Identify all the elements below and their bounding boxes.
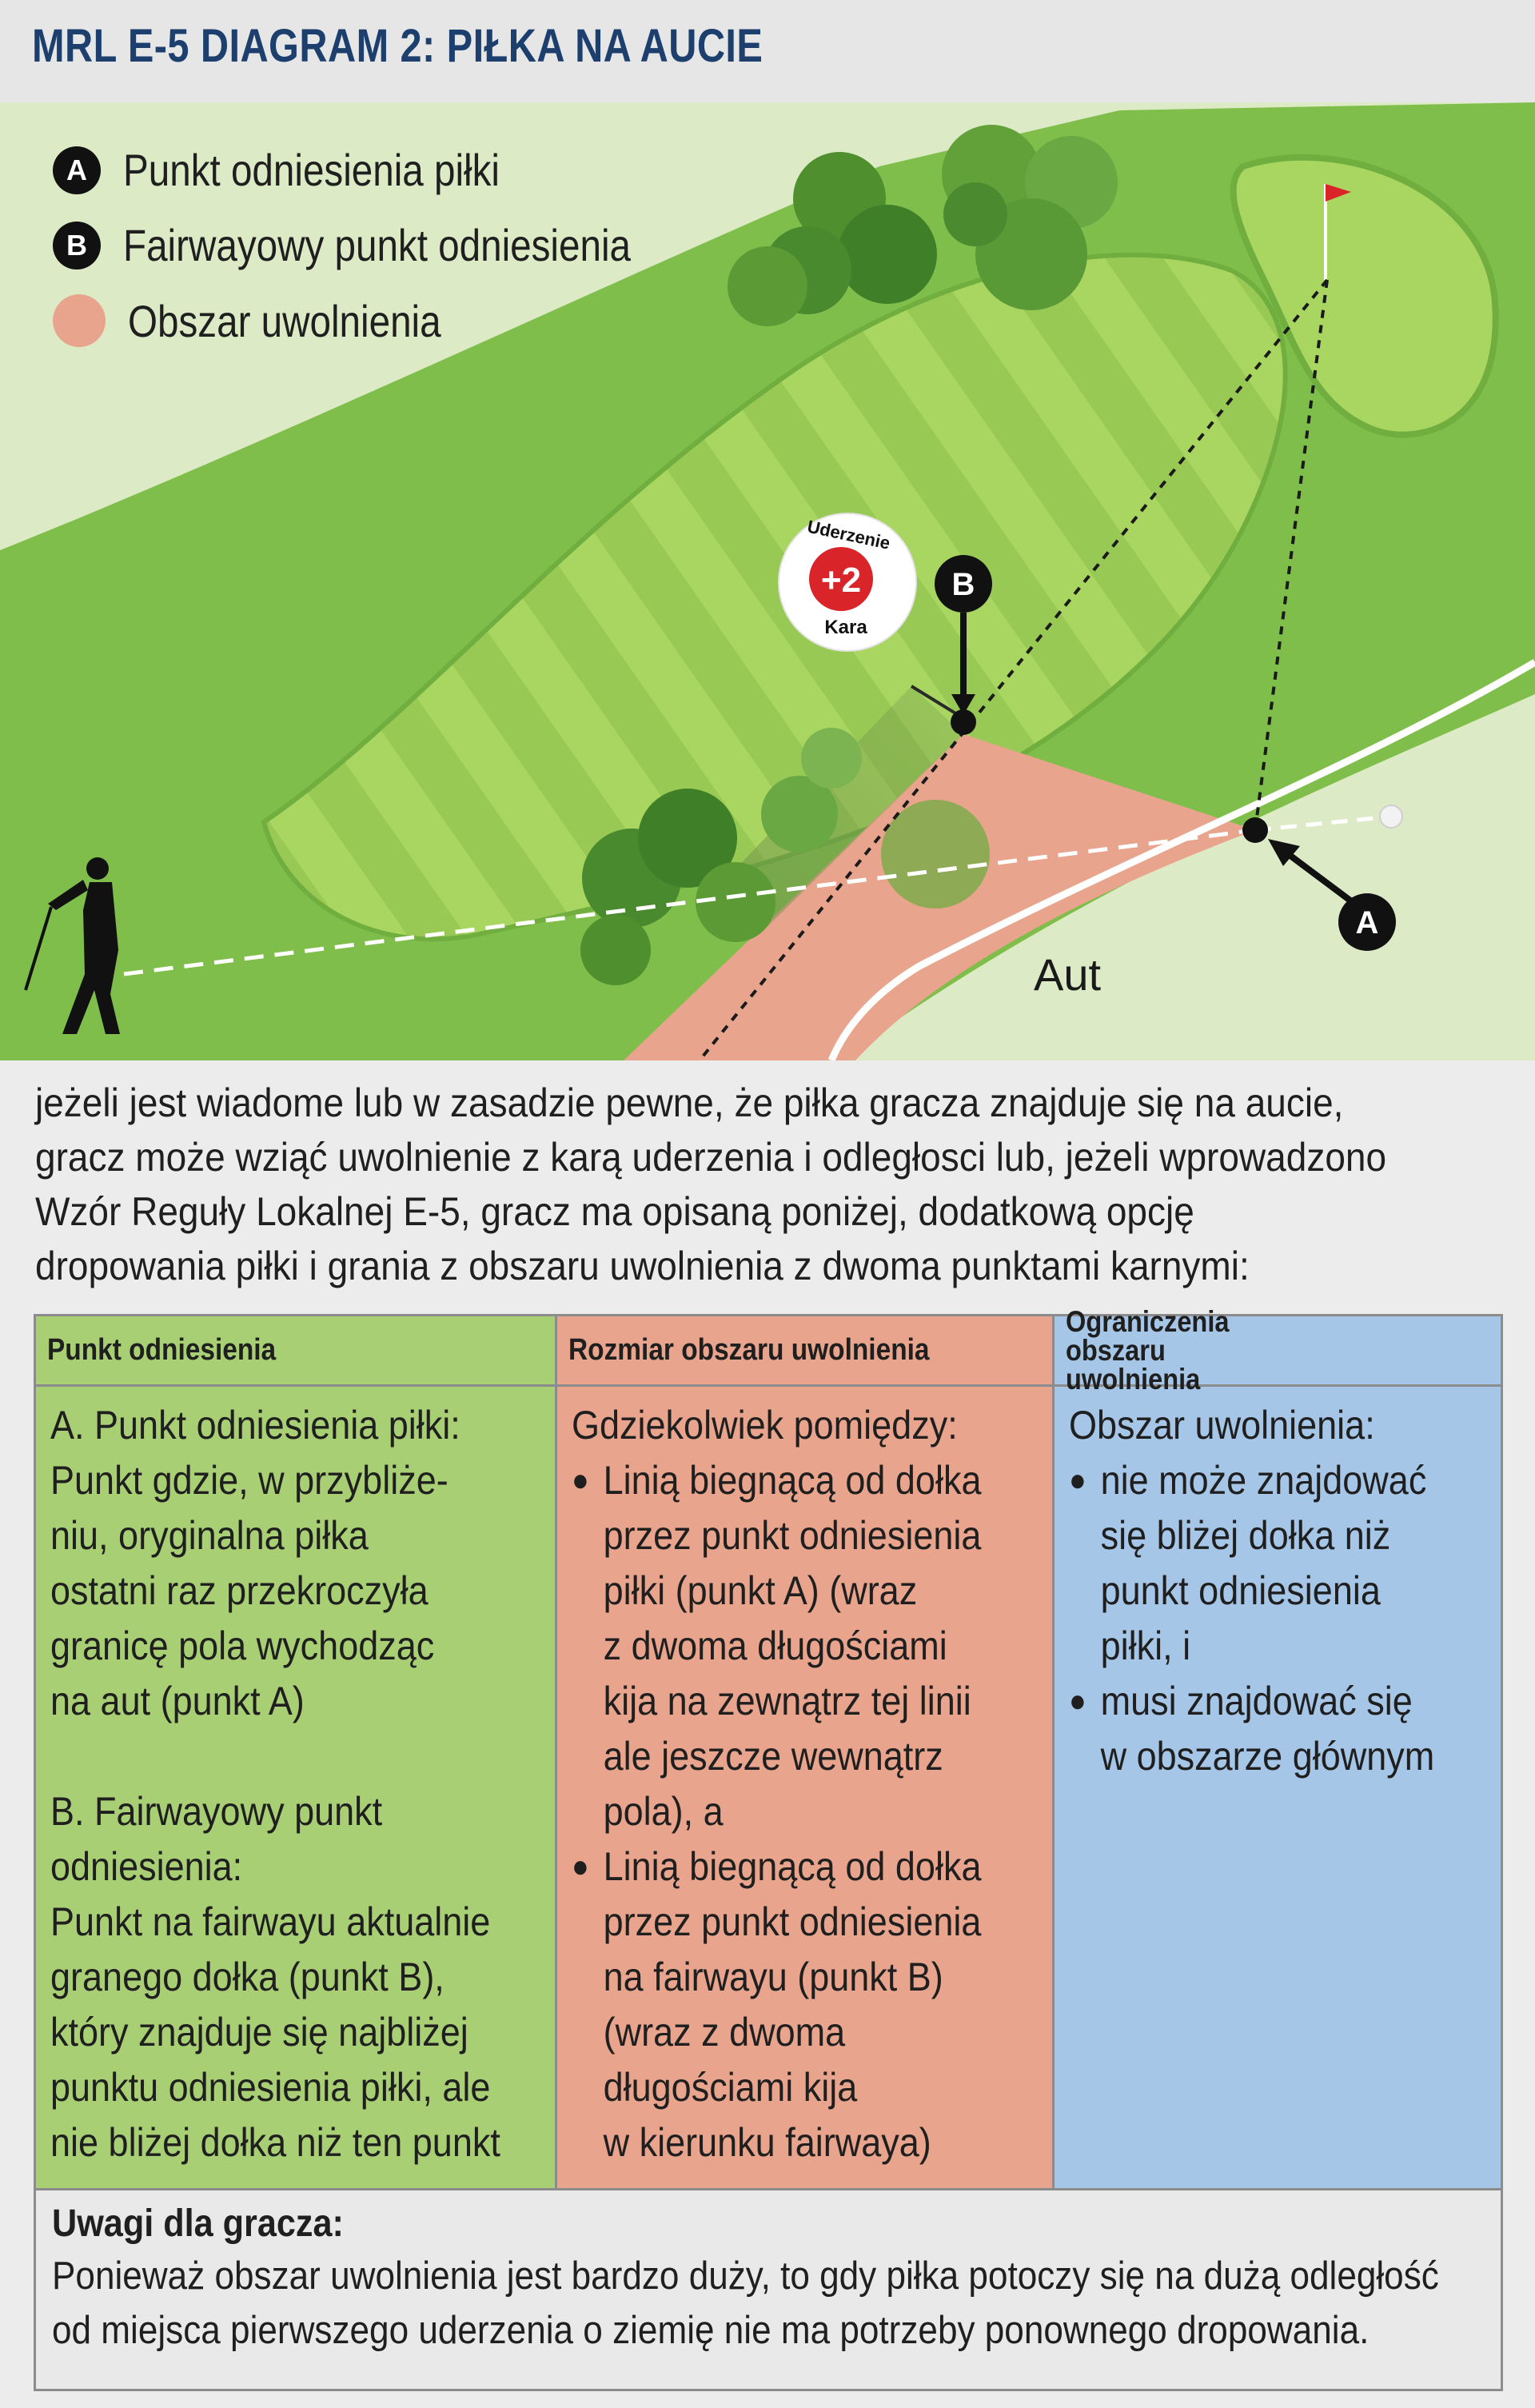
column-relief-area-size: Rozmiar obszaru uwolnienia Gdziekolwiek … [557, 1316, 1055, 2188]
line-hole-to-a [1254, 279, 1329, 831]
reference-b-text: B. Fairwayowy punkt odniesienia: Punkt n… [50, 1789, 500, 2165]
column-body: A. Punkt odniesienia piłki: Punkt gdzie,… [36, 1387, 503, 2170]
legend-item-relief-area: Obszar uwolnienia [53, 294, 496, 347]
legend-item-b: B Fairwayowy punkt odniesienia [53, 219, 720, 271]
penalty-bottom-label: Kara [824, 617, 867, 638]
list-item: musi znajdować się w obszarze głównym [1069, 1674, 1456, 1784]
page-title: MRL E-5 DIAGRAM 2: PIŁKA NA AUCIE [32, 20, 764, 72]
column-body: Gdziekolwiek pomiędzy: Linią biegnącą od… [557, 1387, 1003, 2170]
penalty-value: +2 [821, 561, 861, 600]
notes-title: Uwagi dla gracza: [52, 2202, 344, 2245]
marker-b-label: B [952, 567, 975, 602]
pin-flag [1324, 184, 1351, 280]
course-illustration: A B +2 Uderzenie Kara Aut [0, 102, 1535, 1062]
golfer-icon [24, 857, 120, 1034]
penalty-stroke-badge: +2 Uderzenie Kara [778, 513, 917, 652]
intro-paragraph: jeżeli jest wiadome lub w zasadzie pewne… [35, 1080, 1387, 1288]
badge-b-icon: B [53, 221, 101, 270]
legend-label: Obszar uwolnienia [128, 295, 441, 346]
column-intro: Obszar uwolnienia: [1069, 1403, 1375, 1448]
course-diagram: A B +2 Uderzenie Kara Aut A Punkt odnies… [0, 102, 1535, 1062]
column-header: Punkt odniesienia [36, 1316, 555, 1387]
ball-icon [1379, 805, 1403, 829]
column-header: Rozmiar obszaru uwolnienia [557, 1316, 1052, 1387]
column-intro: Gdziekolwiek pomiędzy: [572, 1403, 958, 1448]
relief-area-swatch [53, 294, 106, 347]
reference-a-text: A. Punkt odniesienia piłki: Punkt gdzie,… [50, 1403, 460, 1723]
column-reference-point: Punkt odniesienia A. Punkt odniesienia p… [36, 1316, 557, 2188]
trees-bottom [580, 728, 990, 985]
column-header: Ograniczenia obszaru uwolnienia [1055, 1307, 1501, 1394]
column-body: Obszar uwolnienia: nie może znajdować si… [1055, 1387, 1456, 1784]
notes-body: Ponieważ obszar uwolnienia jest bardzo d… [52, 2254, 1439, 2352]
marker-a-label: A [1356, 905, 1379, 940]
column-relief-area-limits: Ograniczenia obszaru uwolnienia Obszar u… [1055, 1307, 1501, 2188]
marker-a-badge [1338, 893, 1396, 951]
legend-label: Punkt odniesienia piłki [123, 145, 500, 195]
marker-b-badge [935, 555, 992, 613]
trees-top [728, 125, 1118, 326]
list-item: Linią biegnącą od dołka przez punkt odni… [572, 1839, 1003, 2170]
badge-a-icon: A [53, 146, 101, 194]
legend-label: Fairwayowy punkt odniesienia [123, 220, 632, 270]
out-of-bounds-line [827, 659, 1535, 1062]
reference-point-b [951, 709, 976, 735]
list-item: nie może znajdować się bliżej dołka niż … [1069, 1453, 1456, 1674]
out-of-bounds-label: Aut [1034, 949, 1101, 1000]
ball-flight-line [123, 828, 1256, 976]
legend-item-a: A Punkt odniesienia piłki [53, 144, 566, 196]
list-item: Linią biegnącą od dołka przez punkt odni… [572, 1453, 1003, 1839]
header: MRL E-5 DIAGRAM 2: PIŁKA NA AUCIE [0, 0, 1535, 102]
rules-table: Punkt odniesienia A. Punkt odniesienia p… [34, 1307, 1503, 2391]
player-notes: Uwagi dla gracza: Ponieważ obszar uwolni… [36, 2188, 1501, 2391]
reference-point-a [1242, 817, 1268, 843]
putting-green [1230, 154, 1499, 438]
